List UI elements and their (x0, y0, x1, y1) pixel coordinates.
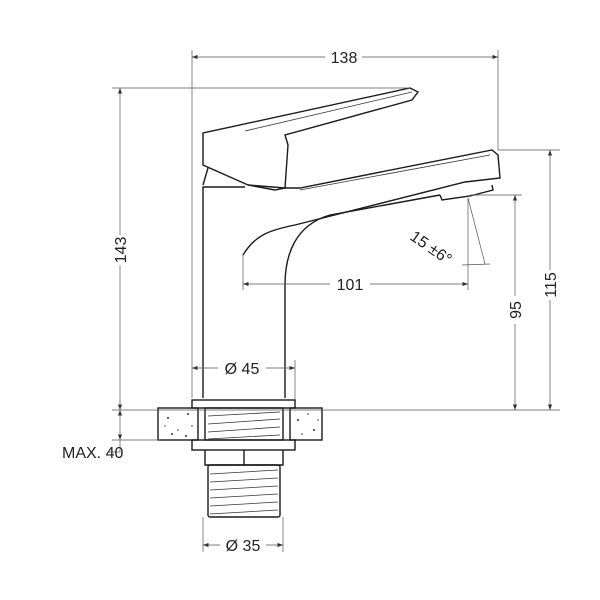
dimension-labels: 138 143 101 115 95 15 ±6° Ø 45 Ø 35 MAX.… (62, 50, 560, 555)
dim-base-diameter: Ø 45 (225, 361, 260, 378)
faucet-outline (202, 87, 501, 398)
dim-spout-reach: 101 (337, 277, 364, 294)
dim-thread-diameter: Ø 35 (226, 538, 261, 555)
dim-total-height: 143 (113, 237, 130, 264)
dimension-lines (108, 50, 560, 552)
dim-max-countertop: MAX. 40 (62, 445, 123, 462)
countertop-section (157, 399, 323, 518)
dim-outlet-angle: 15 ±6° (407, 228, 455, 268)
dim-total-width: 138 (331, 50, 358, 67)
dim-spout-height: 115 (543, 272, 560, 298)
dim-outlet-height: 95 (508, 301, 525, 319)
